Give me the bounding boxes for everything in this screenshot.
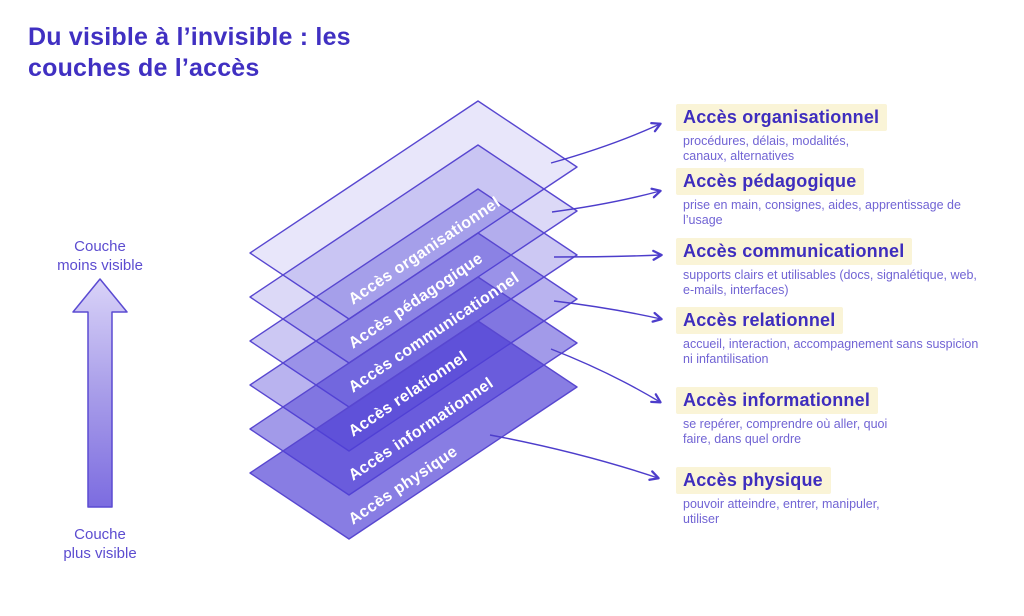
page-title: Du visible à l’invisible : les couches d… bbox=[28, 23, 351, 82]
axis-arrow-icon bbox=[72, 278, 128, 508]
annotation-title-relationnel: Accès relationnel bbox=[676, 307, 844, 334]
annotation-title-informationnel: Accès informationnel bbox=[676, 387, 879, 414]
connector-arrow-informationnel bbox=[550, 348, 662, 404]
annotation-description-informationnel: se repérer, comprendre où aller, quoi fa… bbox=[683, 417, 888, 446]
annotation-title-organisationnel: Accès organisationnel bbox=[676, 104, 888, 131]
connector-arrow-pedagogique bbox=[551, 187, 662, 213]
annotation-informationnel: Accès informationnel se repérer, compren… bbox=[676, 387, 1021, 447]
connector-arrow-organisationnel bbox=[550, 122, 662, 164]
annotation-organisationnel: Accès organisationnel procédures, délais… bbox=[676, 104, 1021, 164]
annotation-description-organisationnel: procédures, délais, modalités, canaux, a… bbox=[683, 134, 850, 163]
connector-arrow-relationnel bbox=[553, 300, 663, 323]
annotation-description-communicationnel: supports clairs et utilisables (docs, si… bbox=[683, 268, 977, 297]
axis-label-more-visible: Couche plus visible bbox=[63, 526, 137, 562]
annotation-communicationnel: Accès communicationnel supports clairs e… bbox=[676, 238, 1021, 298]
annotation-relationnel: Accès relationnel accueil, interaction, … bbox=[676, 307, 1021, 367]
layer-physique bbox=[249, 320, 578, 540]
axis-label-less-visible: Couche moins visible bbox=[57, 238, 143, 274]
connector-arrow-physique bbox=[489, 434, 660, 481]
annotation-description-physique: pouvoir atteindre, entrer, manipuler, ut… bbox=[683, 497, 880, 526]
annotation-physique: Accès physique pouvoir atteindre, entrer… bbox=[676, 467, 1021, 527]
annotation-pedagogique: Accès pédagogique prise en main, consign… bbox=[676, 168, 1021, 228]
annotation-title-physique: Accès physique bbox=[676, 467, 831, 494]
connector-arrow-communicationnel bbox=[553, 249, 663, 261]
annotation-description-relationnel: accueil, interaction, accompagnement san… bbox=[683, 337, 979, 366]
annotation-title-communicationnel: Accès communicationnel bbox=[676, 238, 913, 265]
annotation-title-pedagogique: Accès pédagogique bbox=[676, 168, 865, 195]
annotation-description-pedagogique: prise en main, consignes, aides, apprent… bbox=[683, 198, 961, 227]
